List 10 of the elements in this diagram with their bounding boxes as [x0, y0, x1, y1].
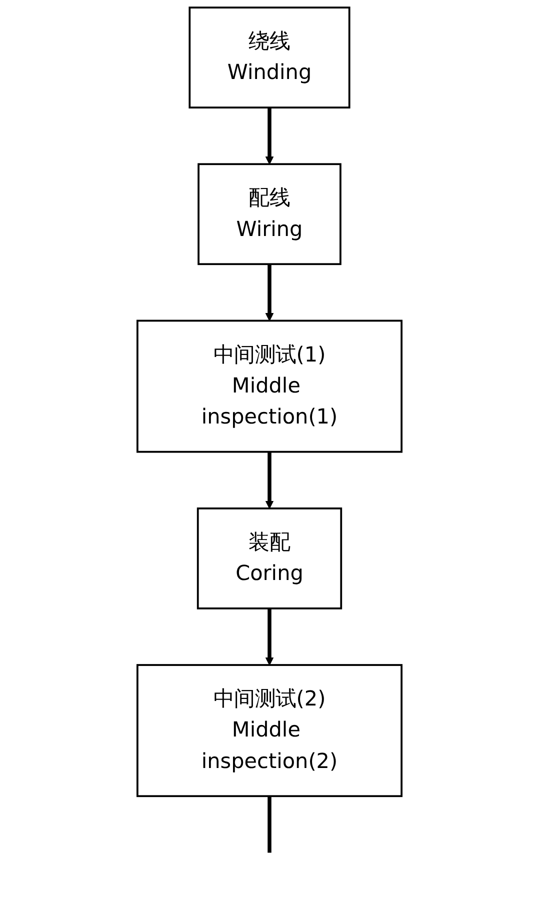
node-box: 绕线 Winding	[188, 6, 350, 108]
node-box: 中间测试(2) Middle inspection(2)	[136, 664, 402, 798]
arrow	[265, 108, 274, 164]
node-box: 装配 Coring	[196, 507, 342, 610]
node-box: 配线 Wiring	[198, 163, 342, 266]
arrow	[265, 264, 274, 322]
node-box: 中间测试(1) Middle inspection(1)	[136, 320, 402, 453]
connector	[268, 796, 272, 853]
arrow	[265, 608, 274, 666]
arrow	[265, 452, 274, 509]
